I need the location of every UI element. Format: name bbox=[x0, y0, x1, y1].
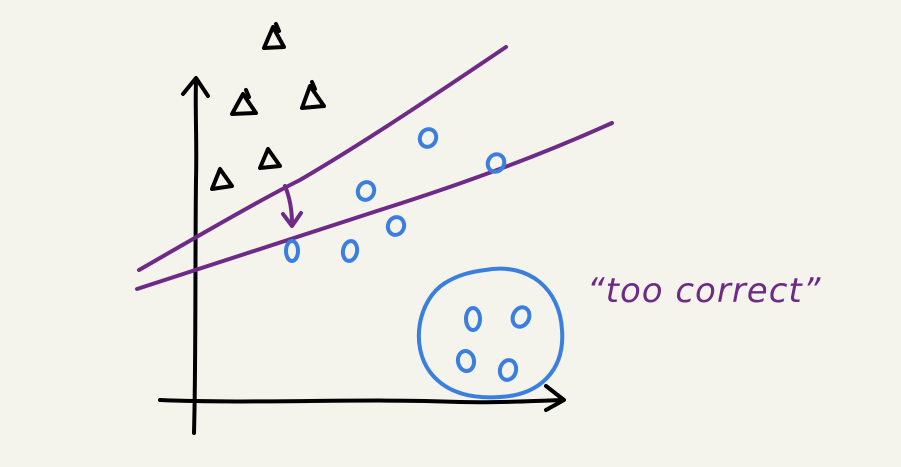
x-axis-arrowhead bbox=[544, 384, 566, 412]
y-axis-arrowhead bbox=[181, 76, 210, 98]
cluster-circle-point bbox=[497, 358, 519, 382]
decision-line-original bbox=[137, 45, 508, 272]
circle-point bbox=[385, 215, 407, 237]
cluster-circle-point bbox=[455, 349, 477, 373]
triangle-point bbox=[258, 147, 282, 170]
triangle-point bbox=[262, 25, 286, 50]
annotation-label: “too correct” bbox=[587, 271, 821, 311]
triangle-points bbox=[210, 22, 326, 191]
axes bbox=[158, 76, 566, 435]
triangle-point-tick bbox=[310, 80, 317, 91]
decision-line-shifted bbox=[135, 121, 614, 291]
circle-point bbox=[284, 239, 300, 263]
y-axis bbox=[192, 78, 199, 435]
triangle-point-tick bbox=[244, 88, 251, 99]
shift-arrow bbox=[283, 184, 294, 226]
outlier-cluster bbox=[416, 266, 565, 400]
decision-lines bbox=[135, 45, 614, 291]
circle-point bbox=[355, 180, 377, 202]
cluster-circle-point bbox=[510, 305, 532, 329]
x-axis bbox=[158, 398, 565, 405]
shift-arrowhead bbox=[281, 211, 303, 228]
circle-point bbox=[417, 127, 439, 149]
circle-points bbox=[284, 127, 507, 263]
triangle-point bbox=[230, 92, 258, 116]
cluster-boundary bbox=[416, 266, 565, 400]
circle-point bbox=[485, 152, 507, 174]
triangle-point bbox=[300, 84, 326, 110]
cluster-circle-point bbox=[464, 306, 482, 332]
circle-point bbox=[340, 239, 360, 263]
triangle-point bbox=[210, 167, 234, 191]
triangle-point-tick bbox=[274, 22, 281, 33]
